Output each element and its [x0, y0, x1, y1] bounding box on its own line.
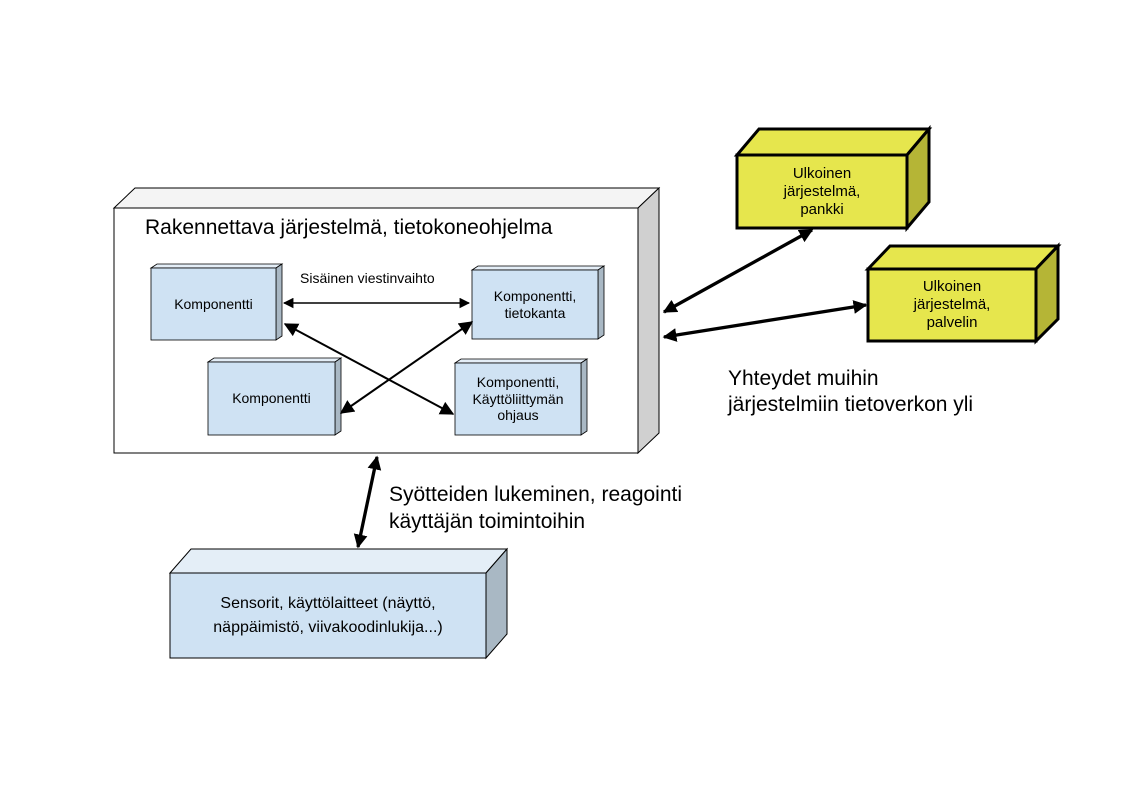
- external-bank-label: Ulkoinen järjestelmä, pankki: [737, 155, 907, 228]
- component-2-label-line-2: tietokanta: [504, 304, 566, 321]
- external-bank-line-1: Ulkoinen: [792, 164, 852, 182]
- external-server-line-2: järjestelmä,: [913, 296, 991, 313]
- arrow-system-bank: [662, 228, 814, 314]
- input-label: Syötteiden lukeminen, reagointi käyttäjä…: [389, 481, 682, 535]
- component-4-label-line-2: Käyttöliittymän: [472, 390, 564, 407]
- connections-label: Yhteydet muihin järjestelmiin tietoverko…: [728, 366, 973, 418]
- component-2-label: Komponentti, tietokanta: [472, 270, 598, 339]
- input-label-line-2: käyttäjän toimintoihin: [389, 510, 586, 533]
- component-1-label: Komponentti: [174, 295, 253, 312]
- component-4-box: [453, 358, 589, 436]
- component-4-label-line-1: Komponentti,: [476, 373, 560, 390]
- input-label-line-1: Syötteiden lukeminen, reagointi: [389, 483, 683, 506]
- devices-label: Sensorit, käyttölaitteet (näyttö, näppäi…: [170, 573, 486, 658]
- arrow-c3-c2: [339, 321, 474, 414]
- external-server-label: Ulkoinen järjestelmä, palvelin: [868, 269, 1036, 341]
- component-2-label-line-1: Komponentti,: [493, 287, 577, 304]
- external-bank-line-2: järjestelmä,: [783, 182, 861, 200]
- devices-label-line-1: Sensorit, käyttölaitteet (näyttö,: [220, 594, 436, 612]
- system-title: Rakennettava järjestelmä, tietokoneohjel…: [145, 216, 553, 239]
- connections-label-line-2: järjestelmiin tietoverkon yli: [728, 393, 974, 416]
- component-2-box: [470, 265, 606, 340]
- internal-messaging-label: Sisäinen viestinvaihto: [300, 270, 435, 286]
- devices-label-line-2: näppäimistö, viivakoodinlukija...): [213, 618, 443, 636]
- external-server-box: [864, 242, 1062, 345]
- component-1-box: [149, 263, 284, 341]
- arrow-system-server: [662, 300, 868, 342]
- arrow-system-devices: [353, 455, 382, 549]
- component-4-label: Komponentti, Käyttöliittymän ohjaus: [455, 363, 581, 435]
- component-3-label: Komponentti: [232, 390, 311, 407]
- connections-label-line-1: Yhteydet muihin: [728, 367, 879, 390]
- devices-box: [168, 547, 509, 660]
- external-bank-line-3: pankki: [800, 200, 844, 218]
- component-4-label-line-3: ohjaus: [497, 407, 539, 424]
- external-server-line-3: palvelin: [926, 314, 978, 331]
- external-bank-box: [733, 124, 933, 233]
- external-server-line-1: Ulkoinen: [922, 278, 982, 295]
